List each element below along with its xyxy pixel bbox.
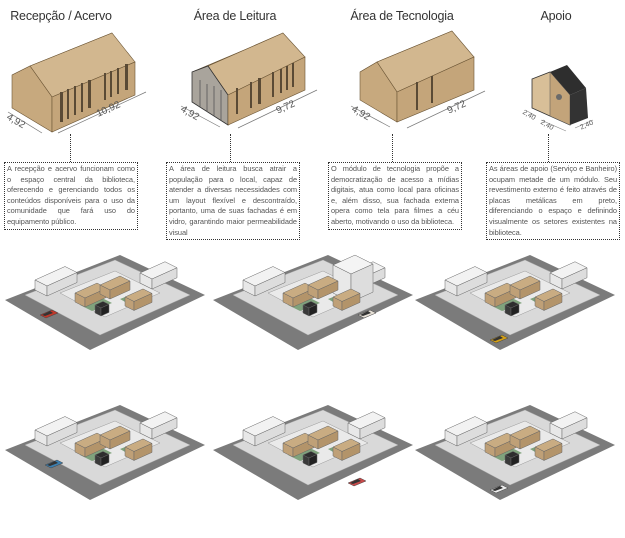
library-module-wall [133,443,153,461]
library-module-wall [317,430,339,450]
garden [80,297,112,311]
module-description: A recepção e acervo funcionam como o esp… [4,162,138,230]
library-module-wall [133,293,153,311]
connector-line [70,134,71,162]
connector-line [230,134,231,162]
library-module-wall [341,443,361,461]
car-window [47,461,58,466]
library-module-wall [109,280,131,300]
neighbor-building-wall [456,272,488,297]
support-module-wall [100,454,110,467]
library-module-wall [543,293,563,311]
module-title: Recepção / Acervo [10,9,112,23]
car-window [492,486,503,491]
support-module-wall [308,304,318,317]
garden [288,297,320,311]
garden [490,447,522,461]
connector-line [392,134,393,162]
module-title: Área de Tecnologia [350,9,454,23]
module-apoio [526,65,594,132]
module-recepcao-acervo [7,32,147,134]
site-view [213,254,413,350]
module-area-tecnologia [350,30,486,129]
neighbor-building-wall [151,267,178,290]
neighbor-building-wall [46,422,78,447]
neighbor-building-wall [456,422,488,447]
neighbor-building-wall [561,267,588,290]
car-window [350,479,361,484]
car-window [360,311,371,316]
module-area-leitura [180,32,318,129]
library-module-wall [519,280,541,300]
support-module-wall [308,454,318,467]
module-description: As áreas de apoio (Serviço e Banheiro) o… [486,162,620,241]
library-module-wall [341,293,361,311]
site-view [5,405,205,500]
neighbor-building-wall [46,272,78,297]
library-module-wall [543,443,563,461]
library-module-wall [519,430,541,450]
car-window [42,311,53,316]
garden [490,297,522,311]
neighbor-building-wall [151,417,178,440]
neighbor-building-wall [359,417,386,440]
garden [288,447,320,461]
car-window [492,336,503,341]
neighbor-building-wall [561,417,588,440]
garden [80,447,112,461]
neighbor-building-wall [254,422,286,447]
module-title: Apoio [540,9,572,23]
library-module-wall [109,430,131,450]
site-view [5,255,205,350]
neighbor-building-wall [254,272,286,297]
connector-line [548,134,549,162]
module-title: Área de Leitura [193,9,277,23]
site-view [415,255,615,350]
support-module-wall [510,304,520,317]
site-view [415,405,615,500]
support-module-wall [510,454,520,467]
module-description: A área de leitura busca atrair a populaç… [166,162,300,241]
support-module-wall [100,304,110,317]
module-description: O módulo de tecnologia propõe a democrat… [328,162,462,230]
library-module-wall [317,280,339,300]
site-view [213,405,413,500]
